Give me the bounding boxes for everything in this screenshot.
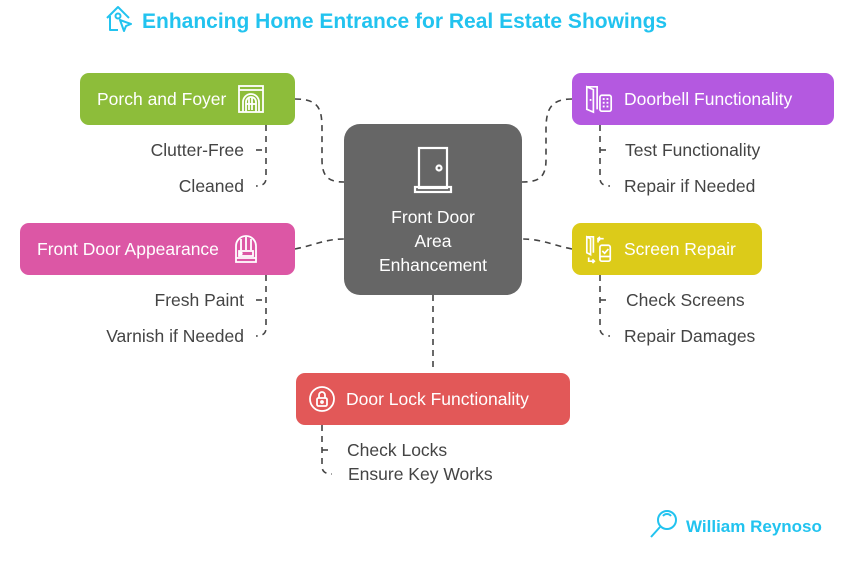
- connector-doorbell-items: [599, 125, 611, 187]
- connector-screen-items: [599, 275, 611, 337]
- door-keypad-icon: [584, 84, 614, 114]
- screen-item-check: Check Screens: [626, 290, 745, 310]
- archway-icon: [236, 84, 266, 114]
- title-text: Enhancing Home Entrance for Real Estate …: [142, 10, 668, 33]
- screen-item-repair: Repair Damages: [624, 326, 756, 346]
- center-node: Front Door Area Enhancement: [344, 124, 522, 295]
- lock-item-ensure-key: Ensure Key Works: [348, 464, 493, 484]
- connector-appearance-items: [255, 275, 267, 337]
- branch-door-lock-functionality[interactable]: Door Lock Functionality: [296, 373, 570, 425]
- center-label: Front Door Area Enhancement: [379, 207, 487, 275]
- connector-porch: [294, 98, 345, 183]
- branch-label: Front Door Appearance: [37, 238, 219, 259]
- branch-screen-repair[interactable]: Screen Repair: [572, 223, 762, 275]
- connector-appearance: [294, 238, 345, 250]
- branch-label: Door Lock Functionality: [346, 388, 529, 409]
- connector-screen: [521, 238, 573, 250]
- branch-doorbell-functionality[interactable]: Doorbell Functionality: [572, 73, 834, 125]
- page-title: Enhancing Home Entrance for Real Estate …: [104, 6, 667, 38]
- porch-item-clutter-free: Clutter-Free: [150, 140, 244, 160]
- wooden-door-icon: [231, 234, 261, 264]
- connector-porch-items: [255, 125, 267, 187]
- author-name: William Reynoso: [686, 516, 822, 536]
- padlock-icon: [307, 384, 337, 414]
- branch-label: Screen Repair: [624, 238, 736, 259]
- branch-label: Doorbell Functionality: [624, 88, 793, 109]
- house-cursor-icon: [104, 4, 134, 40]
- author-brand: William Reynoso: [648, 508, 822, 545]
- branch-porch-and-foyer[interactable]: Porch and Foyer: [80, 73, 295, 125]
- lock-item-check-locks: Check Locks: [347, 440, 448, 460]
- doorbell-item-test: Test Functionality: [625, 140, 761, 160]
- doorbell-item-repair: Repair if Needed: [624, 176, 756, 196]
- door-icon: [413, 146, 453, 199]
- connector-doorbell: [521, 98, 573, 183]
- porch-item-cleaned: Cleaned: [178, 176, 244, 196]
- connector-lock-items: [321, 425, 333, 475]
- screen-swap-icon: [584, 234, 614, 264]
- appearance-item-varnish: Varnish if Needed: [106, 326, 244, 346]
- branch-label: Porch and Foyer: [97, 88, 227, 109]
- magnifier-icon: [648, 508, 680, 545]
- branch-front-door-appearance[interactable]: Front Door Appearance: [20, 223, 295, 275]
- appearance-item-fresh-paint: Fresh Paint: [154, 290, 244, 310]
